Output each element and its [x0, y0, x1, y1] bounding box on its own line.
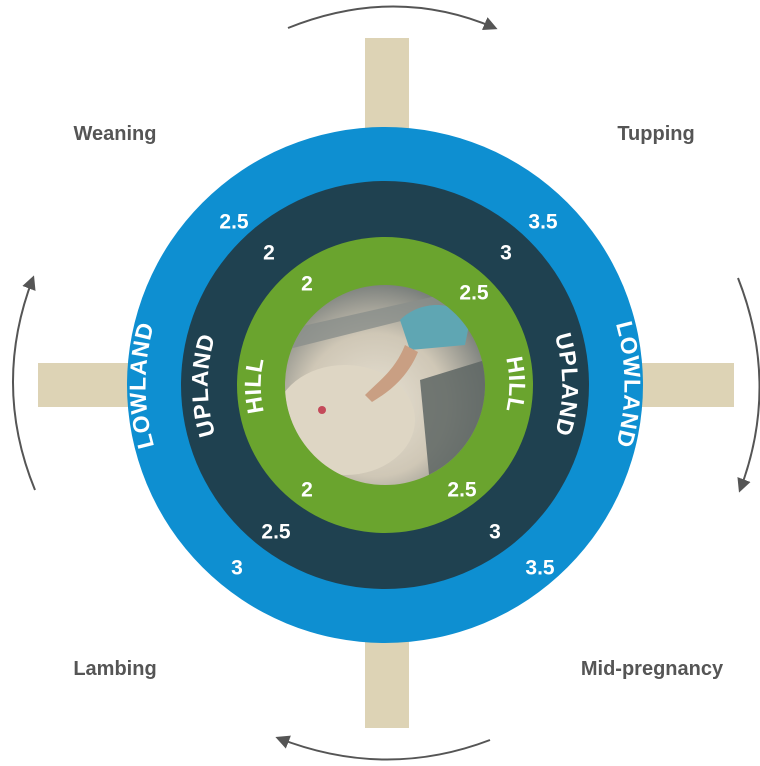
arrow-left-icon [13, 278, 35, 490]
score-upland-tupping: 3 [500, 242, 512, 265]
score-hill-mid-pregnancy: 2.5 [447, 479, 477, 502]
score-upland-lambing: 2.5 [261, 521, 291, 544]
arrow-right-icon [738, 278, 760, 490]
arrow-bottom-icon [278, 738, 490, 760]
score-upland-mid-pregnancy: 3 [489, 521, 501, 544]
stage-label-mid-pregnancy: Mid-pregnancy [581, 658, 724, 680]
score-lowland-tupping: 3.5 [528, 211, 558, 234]
ring-label-hill-left-text: HILL [240, 354, 269, 415]
score-hill-weaning: 2 [301, 273, 313, 296]
score-hill-tupping: 2.5 [459, 282, 489, 305]
ring-label-hill-left: HILL [240, 354, 269, 415]
stage-label-lambing: Lambing [73, 658, 156, 680]
score-lowland-weaning: 2.5 [219, 211, 249, 234]
arrow-top-icon [288, 7, 495, 29]
score-lowland-mid-pregnancy: 3.5 [525, 557, 555, 580]
ring-label-hill-right-text: HILL [501, 354, 530, 415]
score-hill-lambing: 2 [301, 479, 313, 502]
stage-label-weaning: Weaning [74, 123, 157, 145]
score-upland-weaning: 2 [263, 242, 275, 265]
score-lowland-lambing: 3 [231, 557, 243, 580]
ring-label-hill-right: HILL [501, 354, 530, 415]
stage-label-tupping: Tupping [617, 123, 694, 145]
